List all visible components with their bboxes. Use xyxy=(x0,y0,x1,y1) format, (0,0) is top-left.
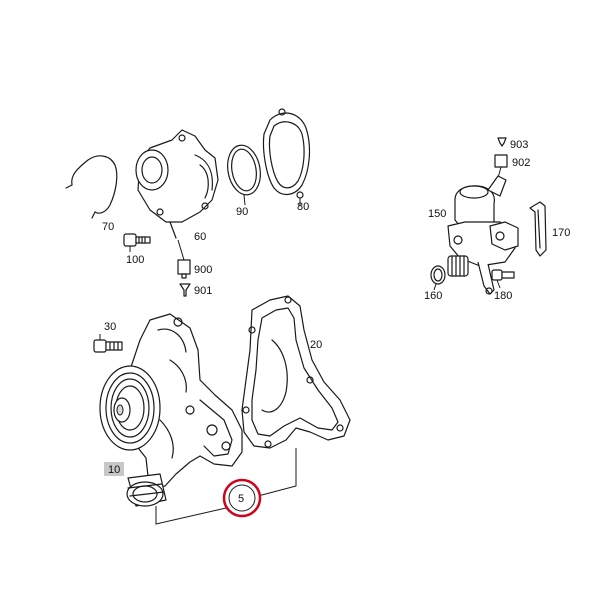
part-60-thermostat-housing[interactable] xyxy=(135,129,219,239)
part-70-clip[interactable] xyxy=(65,155,118,219)
label-box-10: 10 xyxy=(104,462,124,476)
part-150-valve-assembly[interactable] xyxy=(447,175,519,295)
part-150-pipe-fitting[interactable] xyxy=(447,255,469,277)
part-20-gasket[interactable] xyxy=(241,295,351,449)
part-902-sensor[interactable] xyxy=(494,154,508,179)
part-30-bolt[interactable] xyxy=(93,334,123,353)
svg-text:10: 10 xyxy=(108,464,120,476)
part-90-seal-ring[interactable] xyxy=(224,143,264,206)
callout-900: 900 xyxy=(194,264,212,276)
part-903-clip[interactable] xyxy=(497,137,507,147)
part-160-seal-ring[interactable] xyxy=(430,265,446,291)
part-10-outlet[interactable] xyxy=(126,473,167,507)
callout-60: 60 xyxy=(194,231,206,243)
callout-5: 5 xyxy=(238,493,244,505)
part-170-clip[interactable] xyxy=(529,201,547,257)
callout-5-highlight[interactable]: 5 xyxy=(222,478,262,518)
callout-150: 150 xyxy=(428,208,446,220)
callout-30: 30 xyxy=(104,321,116,333)
part-10-water-pump[interactable] xyxy=(125,313,243,489)
part-900-sensor[interactable] xyxy=(177,239,191,279)
callout-902: 902 xyxy=(512,157,530,169)
part-100-bolt[interactable] xyxy=(123,233,151,252)
part-901-clip[interactable] xyxy=(179,283,191,297)
assembly-bracket-5 xyxy=(155,448,297,525)
callout-100: 100 xyxy=(126,254,144,266)
callout-160: 160 xyxy=(424,290,442,302)
part-180-bolt[interactable] xyxy=(491,269,515,289)
part-80-gasket[interactable] xyxy=(262,108,311,206)
callout-90: 90 xyxy=(236,206,248,218)
callout-180: 180 xyxy=(494,290,512,302)
callout-20: 20 xyxy=(310,339,322,351)
callout-901: 901 xyxy=(194,285,212,297)
callout-70: 70 xyxy=(102,221,114,233)
callout-903: 903 xyxy=(510,139,528,151)
part-10-pulley[interactable] xyxy=(99,365,161,451)
callout-80: 80 xyxy=(297,201,309,213)
callout-170: 170 xyxy=(552,227,570,239)
